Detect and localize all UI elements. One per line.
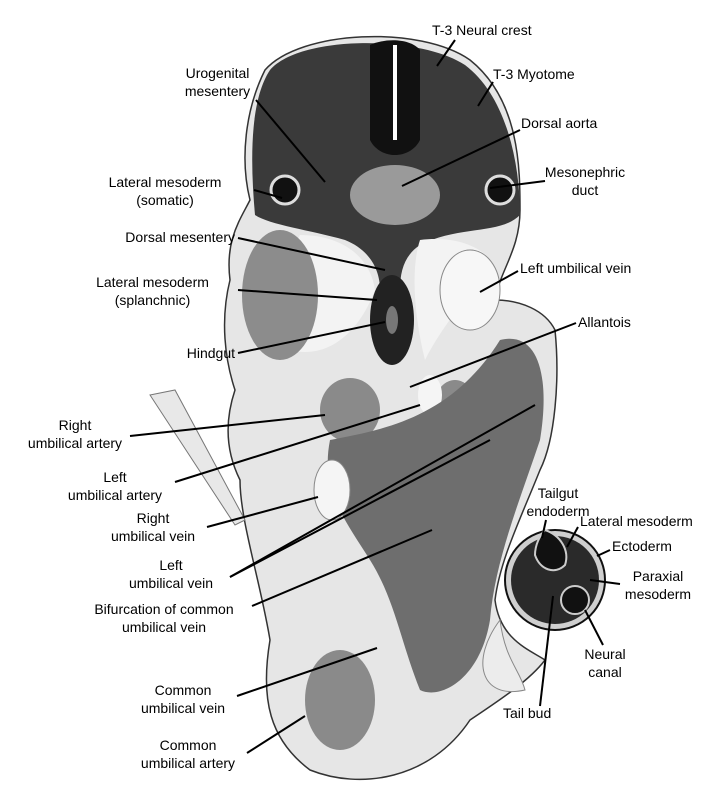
label-paraxial-mesoderm: Paraxial mesoderm — [618, 567, 698, 603]
label-right-umbilical-vein: Right umbilical vein — [100, 509, 206, 545]
label-left-umbilical-vein-top: Left umbilical vein — [520, 260, 632, 276]
dorsal-aorta — [350, 165, 440, 225]
label-left-umbilical-vein: Left umbilical vein — [118, 556, 224, 592]
label-line: Lateral mesoderm — [96, 274, 209, 290]
neural-canal-lumen — [393, 45, 397, 140]
label-line: mesoderm — [624, 586, 692, 602]
label-line: (splanchnic) — [114, 292, 191, 308]
label-t3-neural-crest: T-3 Neural crest — [432, 22, 532, 38]
label-line: umbilical vein — [128, 575, 214, 591]
right-mass — [242, 230, 318, 360]
label-line: Lateral mesoderm — [108, 174, 222, 190]
label-line: umbilical artery — [140, 755, 236, 771]
right-umbilical-vein — [313, 459, 351, 521]
tailgut — [533, 528, 568, 572]
label-line: (somatic) — [136, 192, 194, 208]
label-line: umbilical artery — [27, 435, 123, 451]
left-umbilical-vein-top — [439, 249, 501, 331]
label-ectoderm: Ectoderm — [612, 538, 672, 554]
label-line: Neural — [584, 646, 626, 662]
label-tail-bud: Tail bud — [503, 705, 552, 721]
label-line: duct — [571, 182, 599, 198]
allantois — [418, 375, 442, 415]
label-line: umbilical vein — [140, 700, 226, 716]
label-t3-myotome: T-3 Myotome — [493, 66, 575, 82]
label-line: Bifurcation of common — [94, 601, 234, 617]
mesonephric-right — [269, 174, 301, 206]
label-dorsal-aorta: Dorsal aorta — [521, 115, 598, 131]
extraembryonic-strand — [149, 389, 246, 526]
leader-lines — [129, 39, 621, 754]
label-line: umbilical artery — [67, 487, 163, 503]
label-line: Urogenital — [185, 65, 250, 81]
neural-canal-tail — [560, 585, 590, 615]
umbilical-cord-mass — [327, 338, 544, 693]
label-line: Mesonephric — [544, 164, 626, 180]
label-line: umbilical vein — [110, 528, 196, 544]
label-line: Right — [136, 510, 170, 526]
tail-membrane — [482, 618, 526, 692]
label-line: Tailgut — [537, 485, 579, 501]
label-common-umbilical-vein: Common umbilical vein — [130, 681, 236, 717]
label-urogenital-mesentery: Urogenital mesentery — [170, 64, 265, 100]
label-line: umbilical vein — [121, 619, 207, 635]
label-line: Left — [159, 557, 183, 573]
label-tailgut-endoderm: Tailgut endoderm — [520, 484, 596, 520]
label-line: endoderm — [526, 503, 590, 519]
label-line: Common — [159, 737, 217, 753]
label-line: Paraxial — [632, 568, 684, 584]
label-line: canal — [588, 664, 622, 680]
label-dorsal-mesentery: Dorsal mesentery — [125, 229, 235, 245]
label-allantois: Allantois — [578, 314, 631, 330]
mesonephric-left — [484, 174, 516, 206]
label-neural-canal: Neural canal — [580, 645, 630, 681]
label-hindgut: Hindgut — [186, 345, 235, 361]
label-common-umbilical-artery: Common umbilical artery — [128, 736, 248, 772]
common-umbilical-artery — [305, 650, 375, 750]
label-line: Common — [154, 682, 212, 698]
label-mesonephric-duct: Mesonephric duct — [540, 163, 630, 199]
label-lateral-mesoderm-somatic: Lateral mesoderm (somatic) — [80, 173, 250, 209]
label-line: Left — [103, 469, 127, 485]
label-line: mesentery — [184, 83, 251, 99]
label-line: Right — [58, 417, 92, 433]
label-right-umbilical-artery: Right umbilical artery — [15, 416, 135, 452]
label-left-umbilical-artery: Left umbilical artery — [55, 468, 175, 504]
label-lateral-mesoderm-splanchnic: Lateral mesoderm (splanchnic) — [70, 273, 235, 309]
right-umbilical-artery — [320, 378, 380, 442]
label-bifurcation: Bifurcation of common umbilical vein — [78, 600, 250, 636]
label-lateral-mesoderm-tail: Lateral mesoderm — [580, 513, 693, 529]
